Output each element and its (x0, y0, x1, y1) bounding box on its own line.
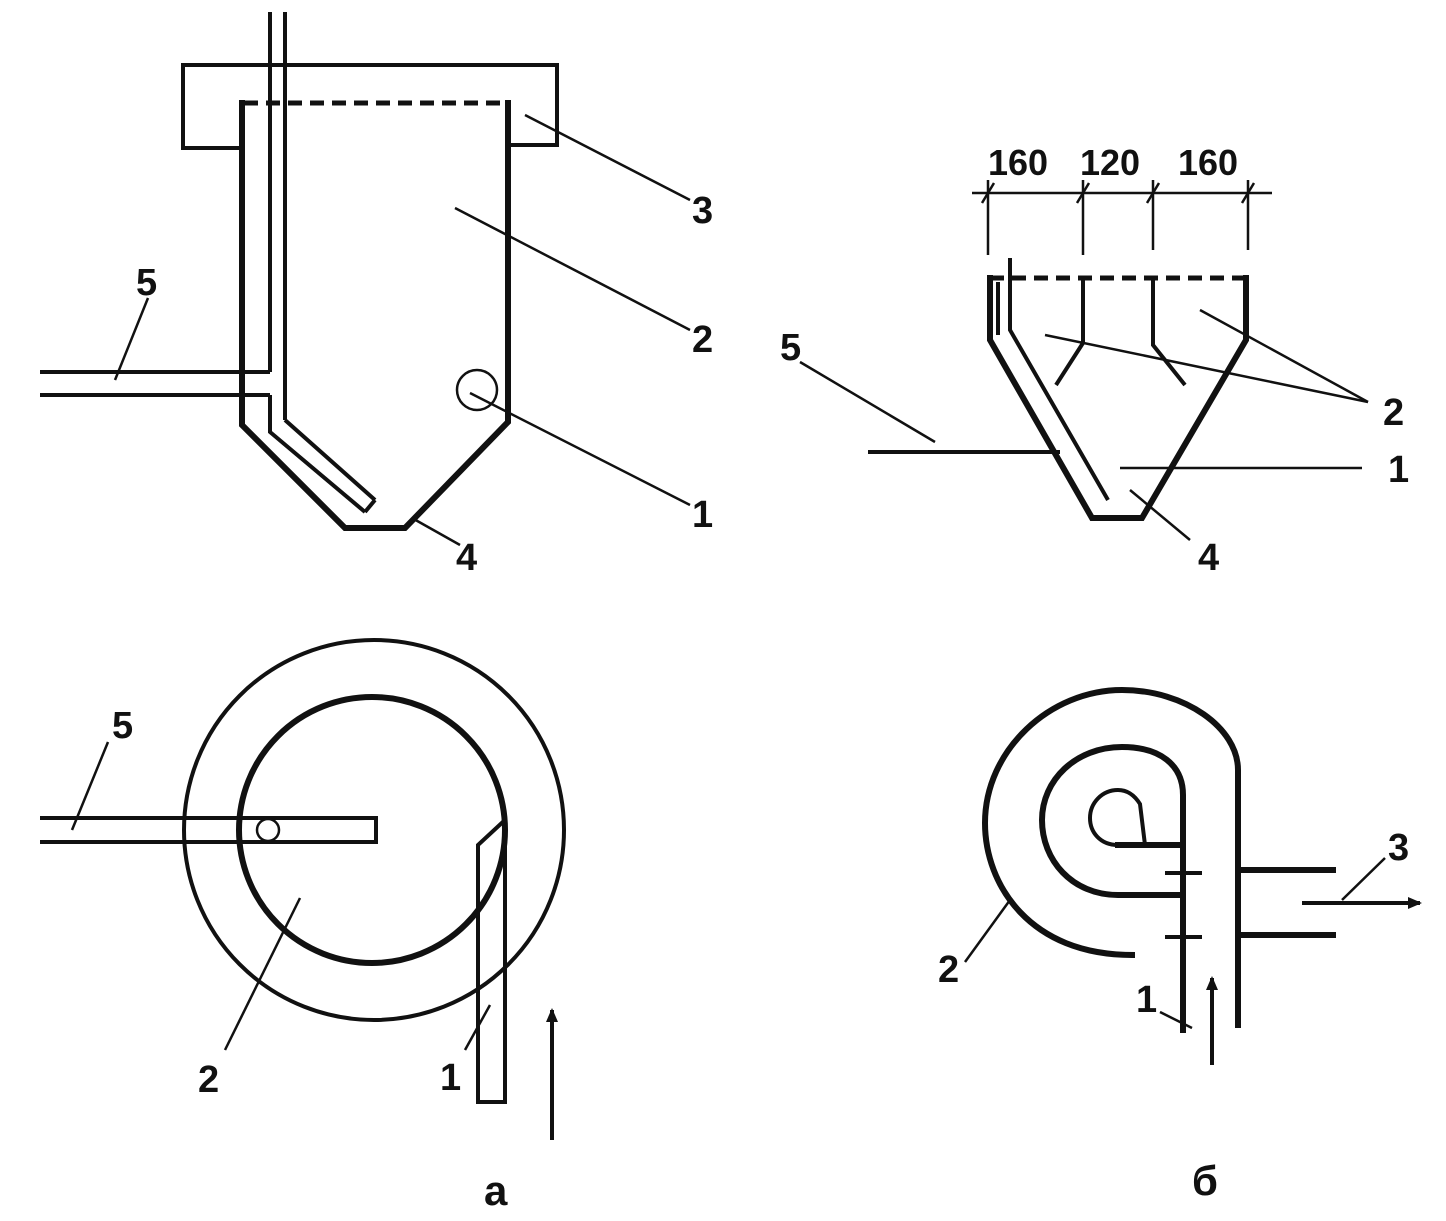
b-side-label-5: 5 (780, 327, 801, 369)
b-side-label-4: 4 (1198, 537, 1219, 579)
a-inner-pipe-wall (268, 395, 367, 514)
a-inlet-channel (476, 815, 507, 1104)
a-inlet-circle (455, 368, 499, 412)
a-leader-1 (469, 391, 691, 507)
a-vessel-body (239, 100, 511, 531)
a-side-label-2: 2 (692, 319, 713, 361)
a-top-leader-2 (223, 897, 302, 1051)
b-dim-slash-4 (1240, 182, 1256, 204)
a-outer-circle (182, 638, 566, 1022)
b-inner-spiral (1038, 743, 1186, 1033)
a-top-pipe (40, 816, 378, 844)
b-top-leader-1 (1159, 1010, 1193, 1030)
a-side-label-3: 3 (692, 190, 713, 232)
a-side-label-4: 4 (456, 537, 477, 579)
figure-a-top-view: 5 2 1 а (40, 638, 566, 1214)
a-inner-pipe-wall-2 (283, 418, 377, 502)
a-leader-2 (454, 206, 691, 332)
b-top-label-3: 3 (1388, 827, 1409, 869)
b-dimension-2: 120 (1080, 142, 1140, 183)
b-dimension-1: 160 (988, 142, 1048, 183)
figure-b-side-view: 160 120 160 5 2 1 4 (780, 142, 1409, 579)
a-top-leader-1 (463, 1004, 492, 1051)
b-dim-slash-2 (1075, 182, 1091, 204)
b-leader-5 (799, 360, 936, 444)
b-caption: б (1192, 1157, 1218, 1204)
figure-a-side-view: 3 2 1 4 5 (40, 12, 713, 579)
a-side-label-5: 5 (136, 262, 157, 304)
b-vessel-body (987, 275, 1249, 521)
a-top-label-2: 2 (198, 1059, 219, 1101)
b-top-label-2: 2 (938, 949, 959, 991)
b-baffle-2 (1151, 278, 1187, 387)
b-top-label-1: 1 (1136, 979, 1157, 1021)
b-leader-2a (1044, 333, 1369, 404)
b-dimension-3: 160 (1178, 142, 1238, 183)
b-outer-spiral (981, 686, 1241, 1028)
b-dim-slash-3 (1145, 182, 1161, 204)
b-inner-pipe-wall-1 (1008, 258, 1110, 501)
a-leader-4 (411, 516, 461, 547)
a-top-leader-5 (70, 741, 110, 831)
a-side-label-1: 1 (692, 494, 713, 536)
a-leader-3 (524, 113, 691, 202)
b-dim-slash-1 (980, 182, 996, 204)
b-leader-2b (1199, 308, 1369, 404)
b-top-leader-3 (1341, 857, 1386, 901)
a-inner-pipe-tip (363, 498, 377, 514)
figure-b-top-view: 3 2 1 б (938, 686, 1422, 1204)
b-baffle-1 (1054, 278, 1085, 387)
b-leader-4 (1129, 489, 1191, 541)
a-top-collar (181, 63, 559, 150)
a-top-label-1: 1 (440, 1057, 461, 1099)
a-top-pipe-hole (255, 817, 281, 843)
b-side-label-1: 1 (1388, 449, 1409, 491)
b-central-pipe (1087, 787, 1148, 847)
b-side-label-2: 2 (1383, 392, 1404, 434)
a-leader-5 (113, 297, 150, 381)
a-caption: а (484, 1167, 508, 1214)
a-top-label-5: 5 (112, 705, 133, 747)
b-top-leader-2 (963, 899, 1012, 963)
